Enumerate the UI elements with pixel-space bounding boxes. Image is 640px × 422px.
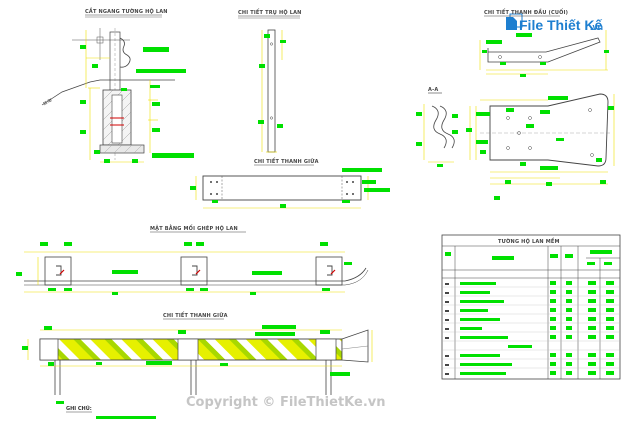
section-aa-drawing: A-A [416, 87, 458, 167]
title-section-aa: A-A [428, 87, 438, 93]
end-detail-drawing: CHI TIẾT THANH ĐẦU (CUỐI) [479, 7, 609, 77]
table-title: TƯỜNG HỘ LAN MỀM [498, 236, 560, 245]
copyright-watermark: Copyright © FileThietKe.vn [186, 395, 386, 410]
svg-text:≋≋: ≋≋ [42, 97, 54, 108]
beam-detail-drawing: CHI TIẾT THANH GIỮA [190, 157, 390, 209]
notes-block: GHI CHÚ: [56, 401, 156, 419]
end-plate-drawing [466, 93, 615, 200]
plan-view-drawing: MẶT BẰNG MỐI GHÉP HỘ LAN [16, 224, 369, 295]
post-detail-drawing: CHI TIẾT TRỤ HỘ LAN [238, 8, 302, 153]
title-beam-detail: CHI TIẾT THANH GIỮA [254, 157, 319, 165]
notes-title: GHI CHÚ: [66, 405, 92, 412]
logo-brand: File Thiết Kế [519, 17, 602, 33]
cross-section-drawing: CẮT NGANG TƯỜNG HỘ LAN ≋≋ [42, 7, 194, 163]
watermark-text: Copyright © FileThietKe.vn [186, 395, 386, 410]
quantity-table: TƯỜNG HỘ LAN MỀM [441, 234, 621, 380]
file-icon [506, 13, 523, 30]
site-logo: File Thiết Kế .vn [506, 13, 603, 33]
dimension-labels [80, 45, 194, 163]
title-beam-detail-2: CHI TIẾT THANH GIỮA [163, 311, 228, 319]
striped-elevation-drawing: CHI TIẾT THANH GIỮA [22, 311, 373, 395]
title-section-cut: CẮT NGANG TƯỜNG HỘ LAN [85, 7, 168, 15]
logo-suffix: .vn [590, 22, 603, 32]
title-end-detail: CHI TIẾT THANH ĐẦU (CUỐI) [484, 7, 568, 16]
title-plan: MẶT BẰNG MỐI GHÉP HỘ LAN [150, 224, 238, 232]
title-post-detail: CHI TIẾT TRỤ HỘ LAN [238, 8, 302, 16]
